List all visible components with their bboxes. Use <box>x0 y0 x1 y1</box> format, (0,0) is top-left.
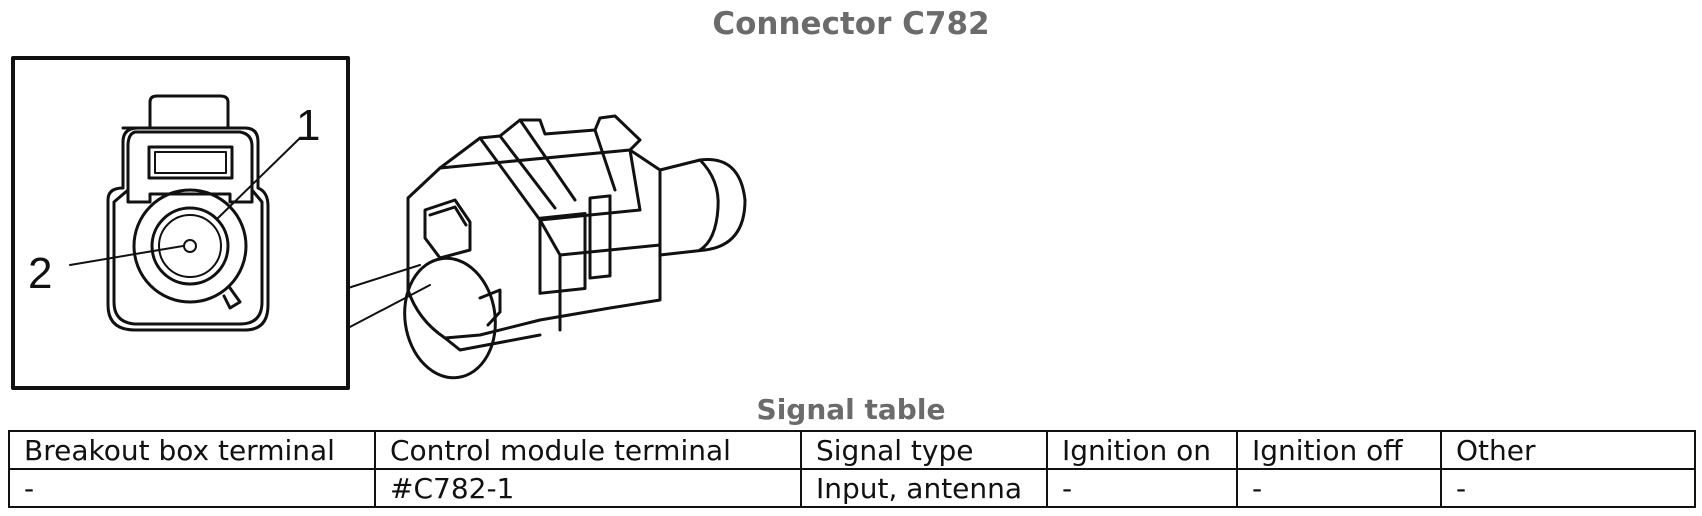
cell-breakout-box-terminal: - <box>8 468 376 508</box>
col-signal-type: Signal type <box>800 430 1048 470</box>
connector-face-view <box>106 94 270 332</box>
table-row: - #C782-1 Input, antenna - - - <box>8 468 1696 508</box>
pin-label-1: 1 <box>296 101 320 150</box>
signal-table-title: Signal table <box>756 393 946 426</box>
signal-table: Breakout box terminal Control module ter… <box>8 430 1696 508</box>
detail-frame <box>11 56 350 390</box>
table-header-row: Breakout box terminal Control module ter… <box>8 430 1696 470</box>
connector-body-view <box>403 114 747 380</box>
pin-1-shell <box>132 188 248 304</box>
pin-label-2: 2 <box>28 249 52 298</box>
col-breakout-box-terminal: Breakout box terminal <box>8 430 376 470</box>
pin-2-center <box>183 239 197 253</box>
cell-ignition-off: - <box>1236 468 1442 508</box>
cell-signal-type: Input, antenna <box>800 468 1048 508</box>
col-other: Other <box>1440 430 1696 470</box>
cell-control-module-terminal: #C782-1 <box>374 468 802 508</box>
col-ignition-off: Ignition off <box>1236 430 1442 470</box>
col-ignition-on: Ignition on <box>1046 430 1238 470</box>
col-control-module-terminal: Control module terminal <box>374 430 802 470</box>
connector-title: Connector C782 <box>712 6 990 42</box>
cell-ignition-on: - <box>1046 468 1238 508</box>
cell-other: - <box>1440 468 1696 508</box>
connector-illustration: 1 2 <box>11 56 747 390</box>
